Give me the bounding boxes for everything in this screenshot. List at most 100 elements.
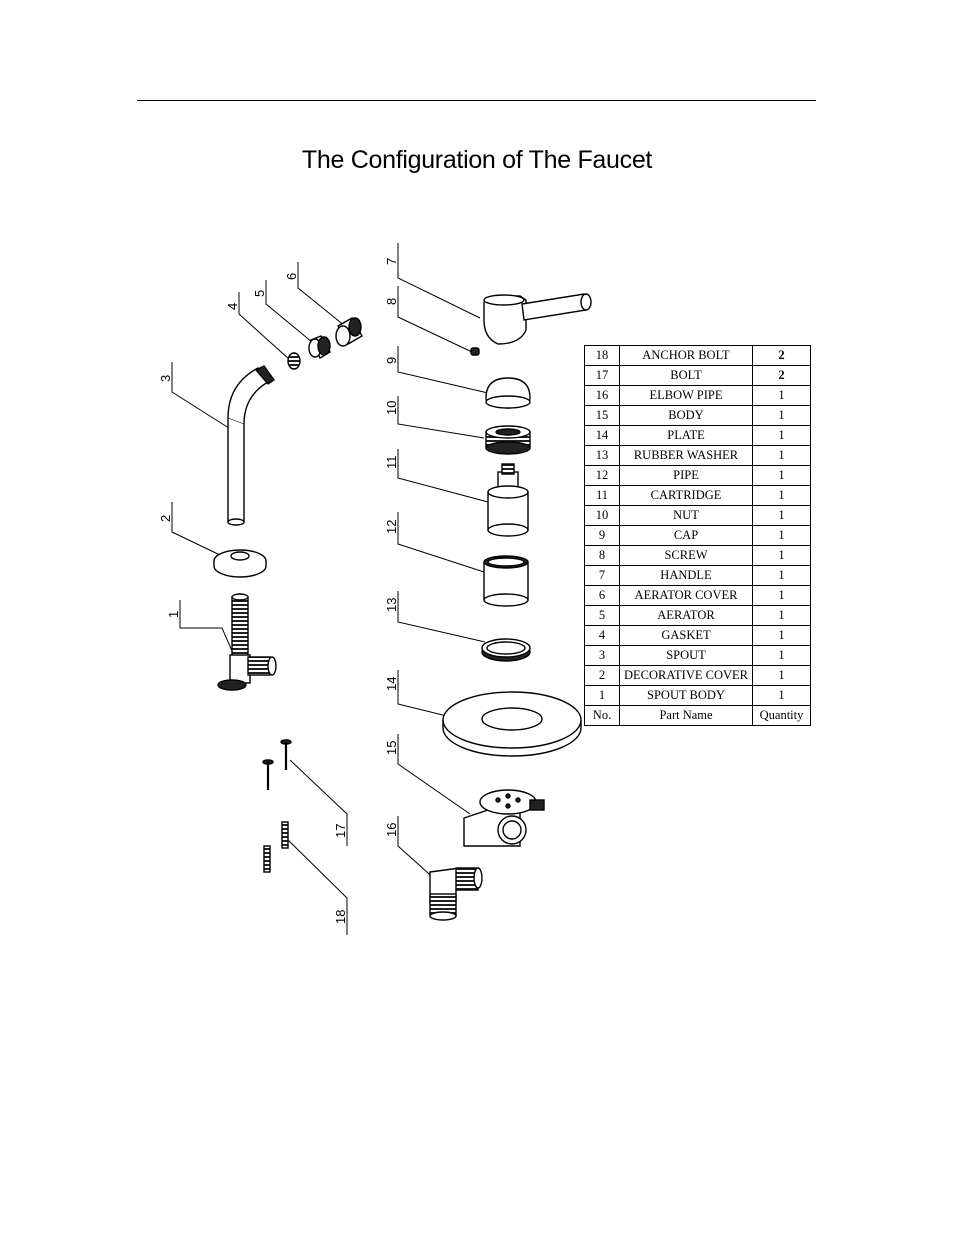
- part-quantity-cell: 2: [752, 365, 811, 386]
- leader-10: [397, 396, 485, 439]
- part-number-cell: 12: [584, 465, 620, 486]
- callout-18: 18: [333, 910, 348, 924]
- elbow-pipe-part: [429, 867, 483, 921]
- part-name-cell: GASKET: [619, 625, 753, 646]
- part-quantity-cell: 1: [752, 685, 811, 706]
- part-quantity-cell: 1: [752, 665, 811, 686]
- pipe-part: [483, 555, 529, 607]
- leader-2: [171, 502, 221, 556]
- part-name-cell: AERATOR COVER: [619, 585, 753, 606]
- part-quantity-cell: 1: [752, 465, 811, 486]
- part-number-cell: 1: [584, 685, 620, 706]
- leader-1: [179, 600, 237, 661]
- leader-9: [397, 346, 489, 394]
- part-number-cell: 8: [584, 545, 620, 566]
- part-name-cell: SPOUT: [619, 645, 753, 666]
- body-part: [463, 789, 545, 847]
- part-quantity-cell: 1: [752, 625, 811, 646]
- part-quantity-cell: 1: [752, 425, 811, 446]
- part-name-cell: AERATOR: [619, 605, 753, 626]
- cartridge-part: [487, 463, 529, 537]
- part-number-cell: 15: [584, 405, 620, 426]
- leader-4: [238, 292, 291, 361]
- leader-7: [397, 243, 481, 319]
- leader-16: [397, 816, 439, 883]
- callout-10: 10: [384, 401, 399, 415]
- decorative-cover-part: [213, 549, 267, 578]
- part-number-cell: 5: [584, 605, 620, 626]
- callout-15: 15: [384, 741, 399, 755]
- part-quantity-cell: 1: [752, 525, 811, 546]
- anchor-bolt-parts: [263, 821, 289, 873]
- part-quantity-cell: 1: [752, 545, 811, 566]
- callout-12: 12: [384, 520, 399, 534]
- part-number-cell: 6: [584, 585, 620, 606]
- part-number-cell: 16: [584, 385, 620, 406]
- part-number-cell: 3: [584, 645, 620, 666]
- page-title: The Configuration of The Faucet: [301, 146, 653, 174]
- bolt-parts: [262, 739, 292, 790]
- part-number-cell: 7: [584, 565, 620, 586]
- callout-2: 2: [158, 515, 173, 522]
- part-number-cell: 14: [584, 425, 620, 446]
- aerator-cover-part: [335, 317, 363, 347]
- callout-17: 17: [333, 824, 348, 838]
- leader-18: [285, 837, 348, 935]
- part-name-cell: BODY: [619, 405, 753, 426]
- leader-8: [397, 286, 473, 353]
- part-name-cell: NUT: [619, 505, 753, 526]
- part-quantity-cell: 1: [752, 385, 811, 406]
- part-quantity-cell: 1: [752, 505, 811, 526]
- header-part-name-cell: Part Name: [619, 705, 753, 726]
- part-number-cell: 11: [584, 485, 620, 506]
- handle-part: [483, 293, 592, 345]
- part-quantity-cell: 2: [752, 345, 811, 366]
- callout-9: 9: [384, 357, 399, 364]
- leader-17: [289, 759, 348, 846]
- part-number-cell: 9: [584, 525, 620, 546]
- header-quantity-cell: Quantity: [752, 705, 811, 726]
- leader-3: [171, 362, 233, 431]
- part-name-cell: ELBOW PIPE: [619, 385, 753, 406]
- part-name-cell: PIPE: [619, 465, 753, 486]
- part-quantity-cell: 1: [752, 645, 811, 666]
- part-number-cell: 18: [584, 345, 620, 366]
- leader-6: [297, 262, 346, 327]
- leader-11: [397, 449, 489, 503]
- callout-7: 7: [384, 258, 399, 265]
- part-number-cell: 2: [584, 665, 620, 686]
- part-number-cell: 13: [584, 445, 620, 466]
- part-name-cell: CARTRIDGE: [619, 485, 753, 506]
- callout-8: 8: [384, 298, 399, 305]
- part-quantity-cell: 1: [752, 445, 811, 466]
- part-quantity-cell: 1: [752, 585, 811, 606]
- part-number-cell: 4: [584, 625, 620, 646]
- part-name-cell: PLATE: [619, 425, 753, 446]
- callout-5: 5: [252, 290, 267, 297]
- part-name-cell: SPOUT BODY: [619, 685, 753, 706]
- callout-13: 13: [384, 598, 399, 612]
- callout-14: 14: [384, 677, 399, 691]
- part-name-cell: CAP: [619, 525, 753, 546]
- plate-part: [442, 691, 582, 757]
- part-name-cell: BOLT: [619, 365, 753, 386]
- spout-part: [227, 365, 275, 526]
- part-number-cell: 17: [584, 365, 620, 386]
- callout-1: 1: [166, 611, 181, 618]
